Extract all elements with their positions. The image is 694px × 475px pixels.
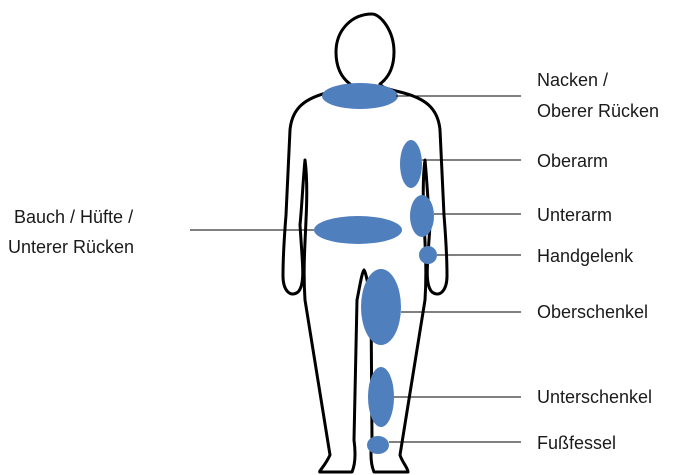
label-upper-arm: Oberarm [537,151,608,171]
label-neck-line2: Oberer Rücken [537,101,659,121]
zone-wrist [419,246,437,264]
zone-thigh [361,269,401,345]
zone-belly [314,216,402,244]
label-forearm: Unterarm [537,205,612,225]
label-ankle: Fußfessel [537,433,616,453]
zone-neck [322,83,398,109]
zone-ankle [367,436,389,454]
label-neck-line1: Nacken / [537,70,608,90]
label-wrist: Handgelenk [537,246,634,266]
label-lower-leg: Unterschenkel [537,387,652,407]
label-belly-line2: Unterer Rücken [8,237,134,257]
zone-upper-arm [400,140,422,188]
label-thigh: Oberschenkel [537,302,648,322]
label-belly-line1: Bauch / Hüfte / [14,207,133,227]
zone-lower-leg [368,367,394,427]
zone-forearm [410,195,434,237]
